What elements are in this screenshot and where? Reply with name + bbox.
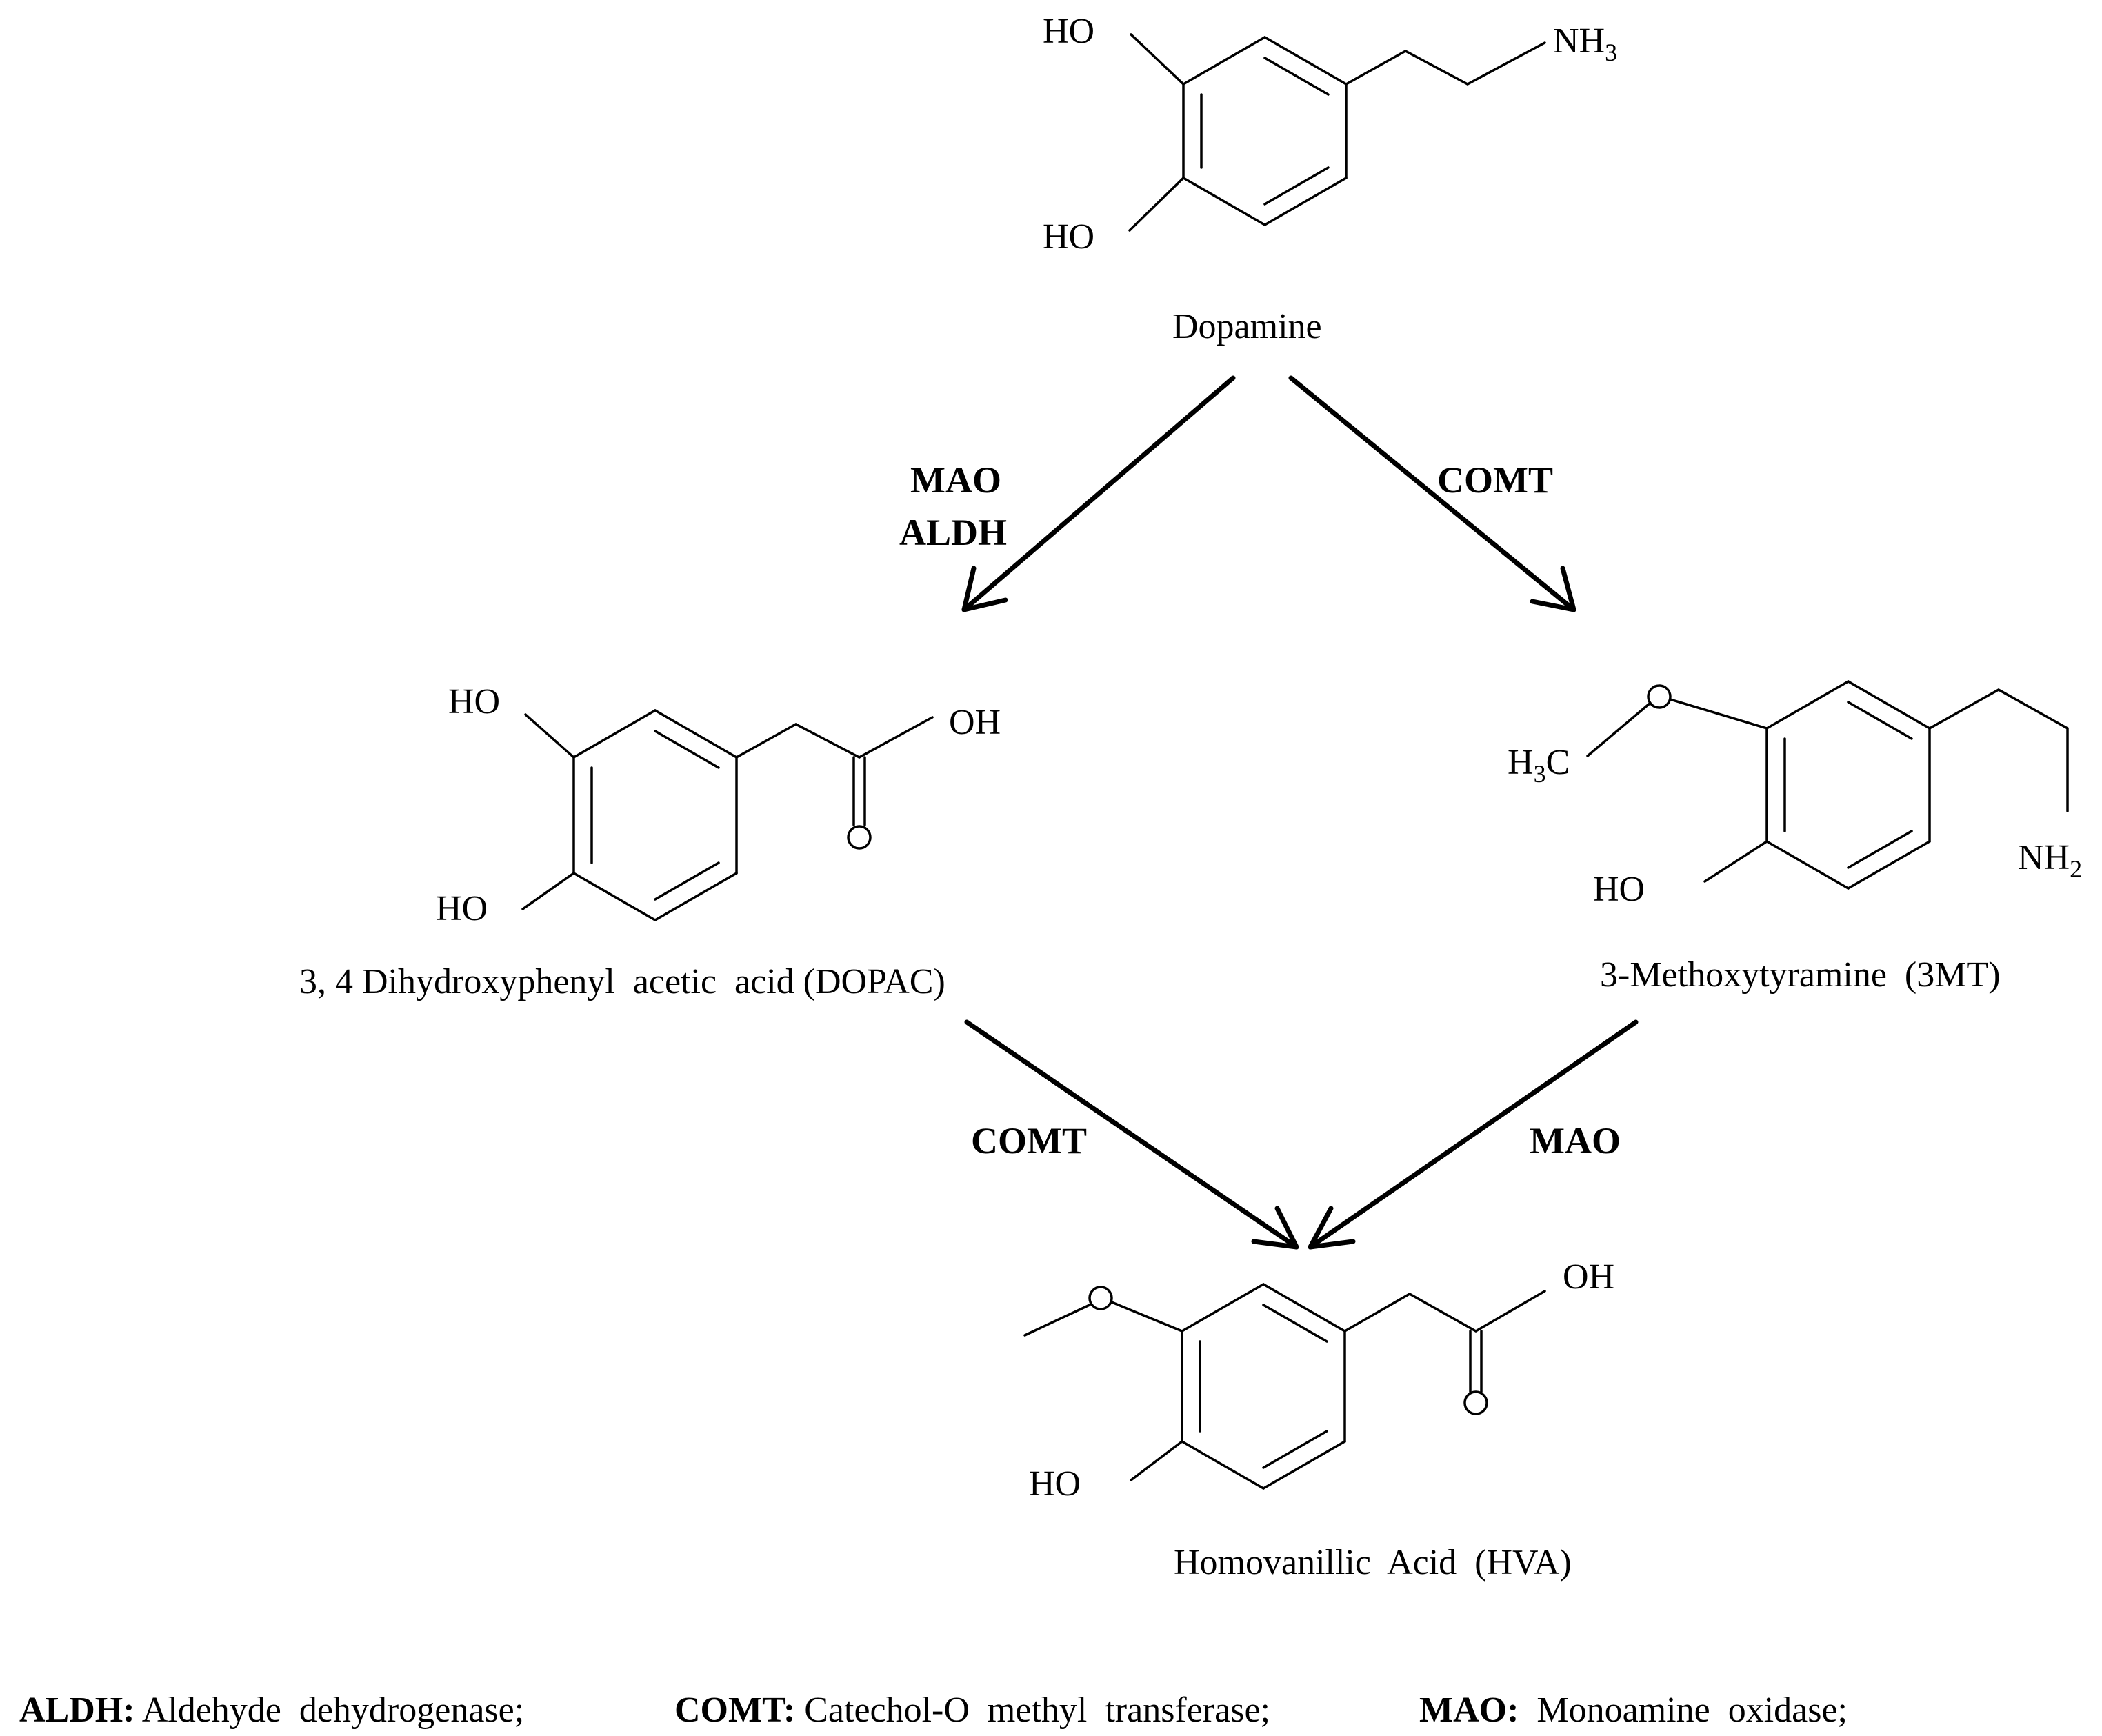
hva-methyl-bond (1023, 1304, 1091, 1337)
dopac-bond-ho-bottom (521, 872, 575, 910)
dopac-structure: HO HO OH 3, 4 Dihydroxyphenyl acetic aci… (299, 682, 1001, 1001)
3mt-ho-label: HO (1593, 870, 1645, 909)
hva-structure: OH HO Homovanillic Acid (HVA) (1023, 1257, 1614, 1582)
enzyme-label-mao-bottom: MAO (1530, 1120, 1621, 1161)
legend-aldh-key: ALDH: (19, 1690, 135, 1730)
hva-name: Homovanillic Acid (HVA) (1174, 1543, 1572, 1582)
dopamine-ho-bottom-label: HO (1043, 217, 1094, 257)
dopac-name: 3, 4 Dihydroxyphenyl acetic acid (DOPAC) (299, 962, 945, 1001)
dopamine-ring (1182, 36, 1348, 226)
legend-mao-key: MAO: (1419, 1690, 1519, 1730)
dopamine-nh3-label: NH3 (1553, 21, 1617, 66)
3mt-bond-o-to-ch3 (1586, 702, 1651, 757)
dopamine-bond-ho-bottom (1128, 177, 1185, 232)
enzyme-label-aldh: ALDH (899, 512, 1007, 553)
hva-bond-to-methoxy-o (1110, 1301, 1183, 1333)
dopac-ho-bottom-label: HO (436, 889, 488, 928)
dopac-ho-top-label: HO (448, 682, 500, 721)
hva-side-chain (1343, 1290, 1546, 1333)
hva-carbonyl-oxygen (1463, 1390, 1488, 1415)
3mt-h3c-label: H3C (1508, 743, 1570, 788)
dopac-bond-ho-top (524, 713, 575, 759)
hva-bond-ho (1130, 1440, 1183, 1481)
dopac-ring (572, 709, 738, 921)
dopamine-name: Dopamine (1172, 307, 1322, 346)
hva-ho-label: HO (1029, 1464, 1081, 1504)
arrow-dopamine-to-dopac (961, 375, 1236, 612)
legend-mao-text: Monoamine oxidase; (1519, 1690, 1848, 1730)
3mt-nh2-label: NH2 (2018, 838, 2082, 883)
legend: ALDH: Aldehyde dehydrogenase; COMT: Catec… (19, 1690, 1848, 1730)
dopac-carbonyl-oxygen (847, 825, 872, 850)
dopamine-ho-top-label: HO (1043, 12, 1094, 51)
hva-ring (1181, 1283, 1346, 1490)
enzyme-label-mao-top: MAO (910, 459, 1001, 501)
enzyme-label-comt-bottom: COMT (971, 1120, 1087, 1161)
dopamine-side-chain (1345, 41, 1546, 86)
legend-comt-text: Catechol-O methyl transferase; (795, 1690, 1270, 1730)
arrow-dopamine-to-3mt (1288, 375, 1576, 612)
dopac-oh-label: OH (949, 703, 1001, 742)
3mt-bond-ho (1703, 840, 1768, 883)
dopamine-structure: HO HO NH3 Dopamine (1043, 12, 1617, 346)
legend-comt-key: COMT: (674, 1690, 795, 1730)
hva-oh-label: OH (1563, 1257, 1614, 1297)
3mt-side-chain (1928, 688, 2069, 812)
3mt-methoxy-oxygen (1647, 684, 1672, 709)
3mt-name: 3-Methoxytyramine (3MT) (1600, 955, 2001, 995)
enzyme-label-comt-top: COMT (1437, 459, 1553, 501)
dopamine-bond-ho-top (1130, 33, 1185, 86)
arrow-dopac-to-hva (964, 1019, 1299, 1250)
legend-aldh-text: Aldehyde dehydrogenase; (135, 1690, 525, 1730)
3mt-ring (1765, 680, 1931, 890)
3mt-bond-to-methoxy-o (1669, 698, 1768, 730)
dopac-side-chain (735, 716, 934, 759)
hva-methoxy-oxygen (1088, 1286, 1113, 1310)
3mt-structure: H3C HO NH2 3-Methoxytyramine (3MT) (1508, 680, 2082, 995)
arrow-3mt-to-hva (1308, 1019, 1639, 1250)
